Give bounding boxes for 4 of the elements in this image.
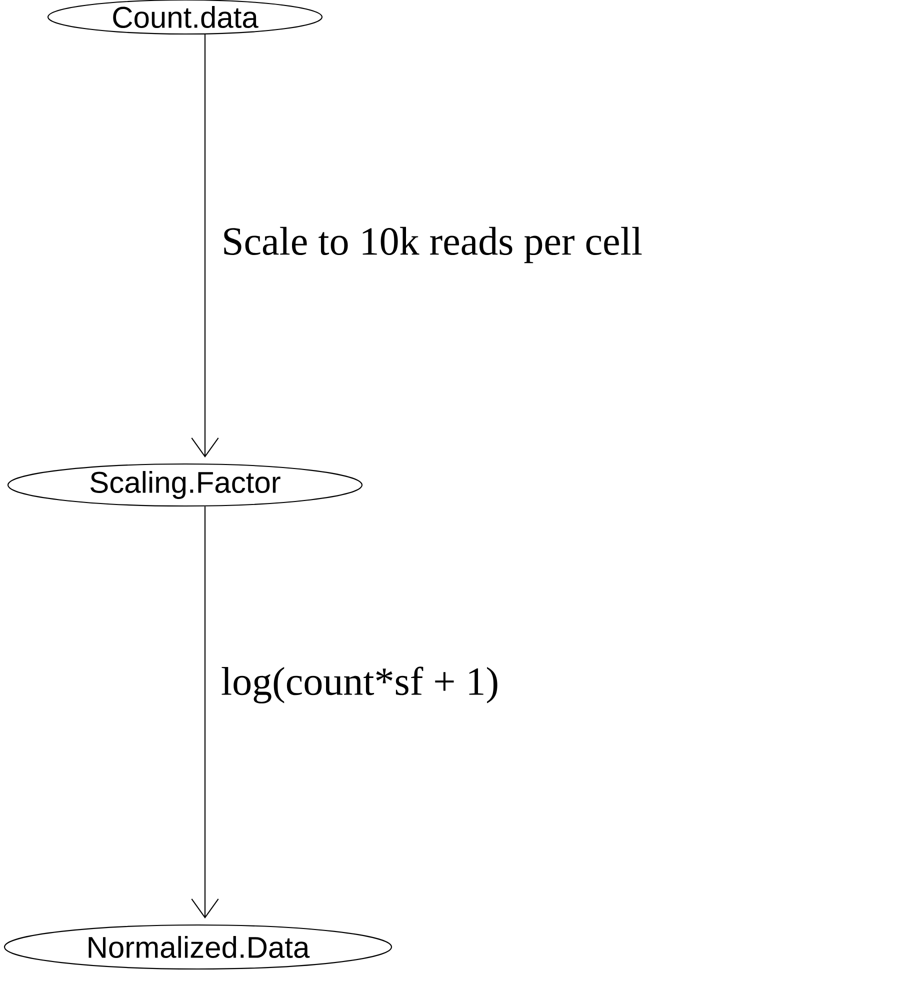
- arrow: [191, 506, 219, 918]
- edge-label: Scale to 10k reads per cell: [220, 226, 644, 264]
- arrow: [191, 34, 219, 458]
- edge-label: log(count*sf + 1): [220, 665, 500, 705]
